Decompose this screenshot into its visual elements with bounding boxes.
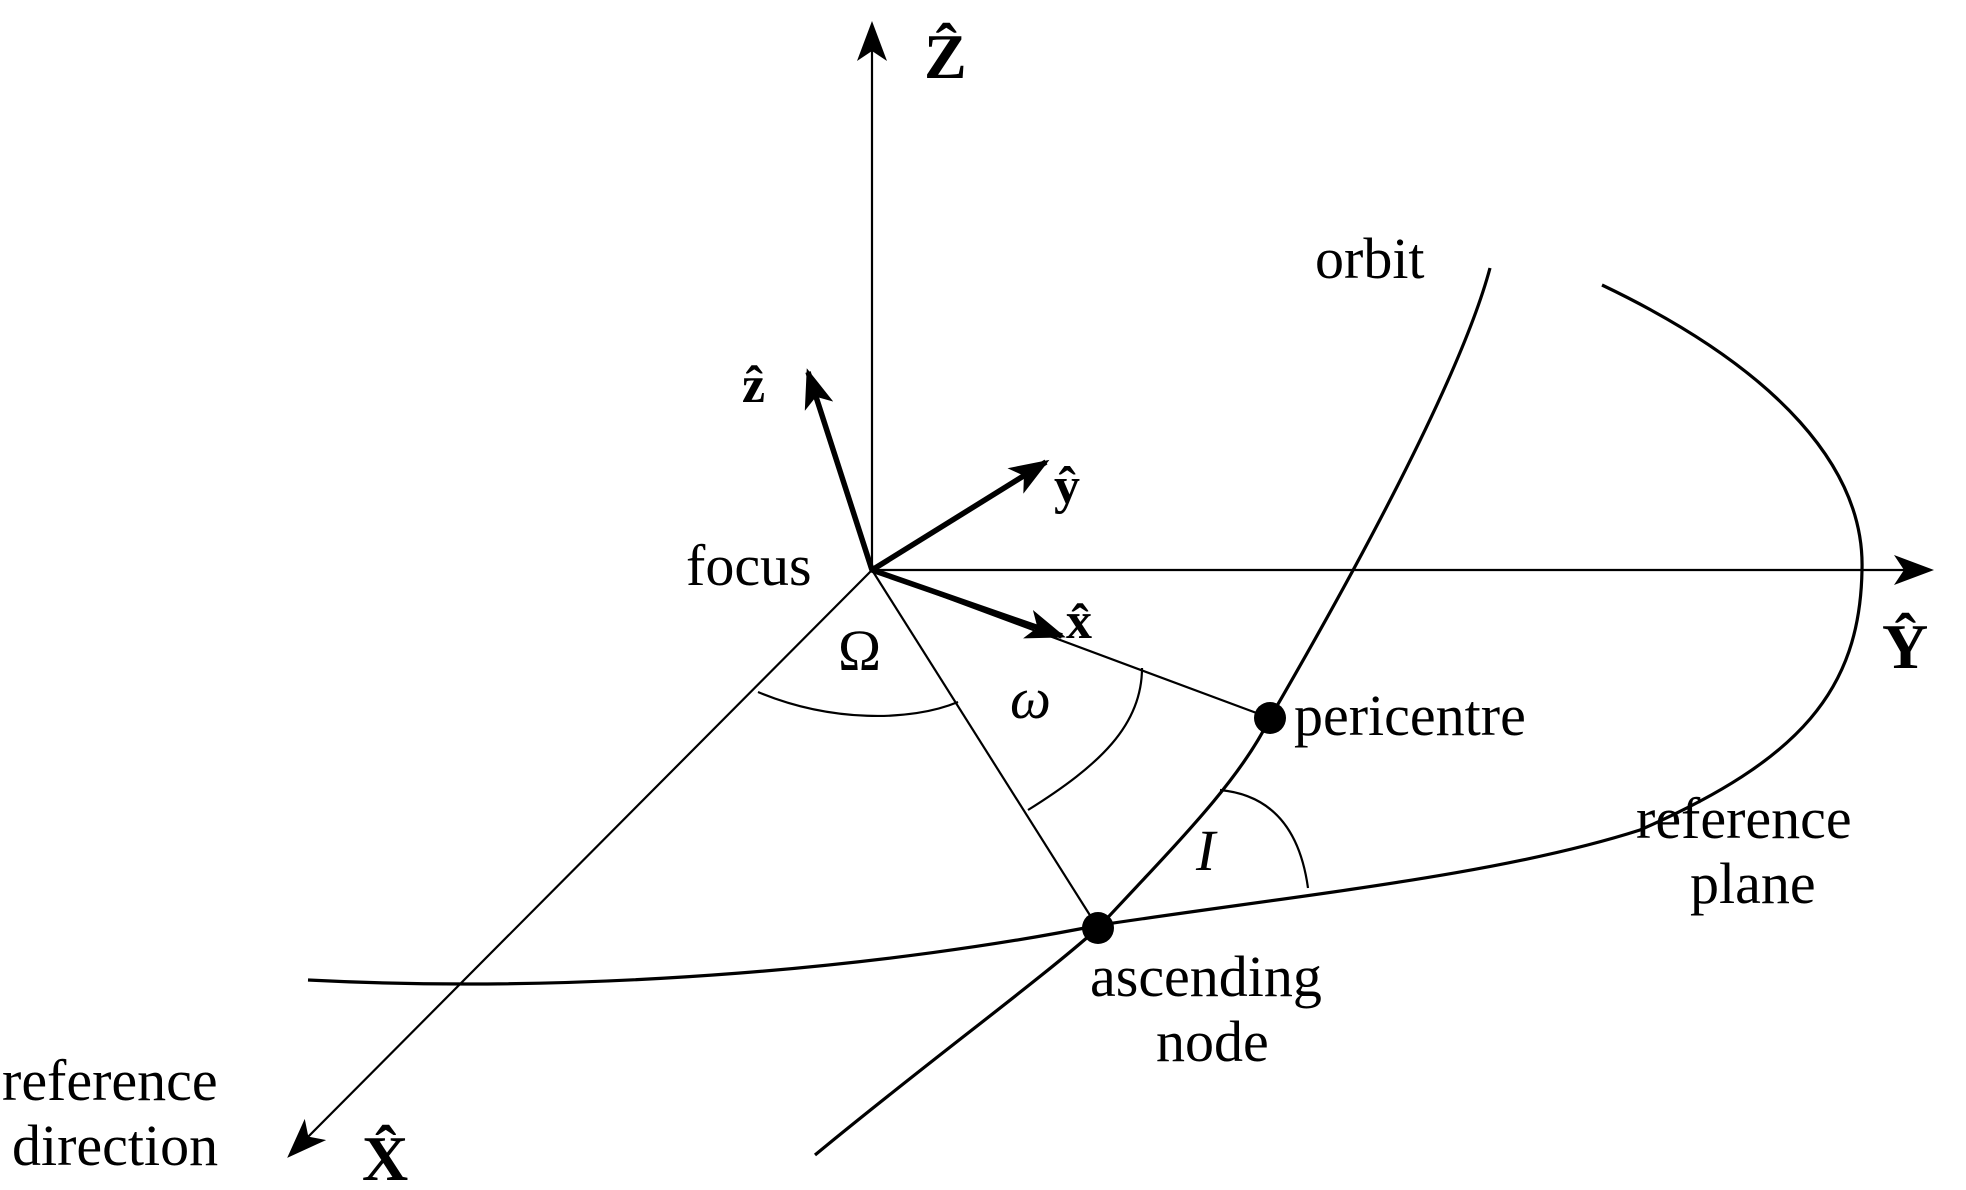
y-hat-label: ŷ [1054,458,1080,515]
ascending-node-point [1082,912,1114,944]
line-of-nodes [871,569,1099,929]
Omega-arc [757,690,959,718]
orbit-label: orbit [1315,226,1425,291]
inclination-arc [1219,788,1310,889]
z-hat-label: ẑ [742,357,765,414]
ascending-node-label-line1: ascending [1090,944,1322,1009]
ascending-node-label-line2: node [1156,1009,1269,1074]
x-axis-reference [287,569,873,1158]
inclination-label: I [1195,818,1218,883]
omega-label: ω [1010,666,1051,731]
reference-plane-label-line1: reference [1636,786,1852,851]
reference-plane-curve [307,283,1864,986]
z-hat-vector [804,368,875,571]
Z-axis-label: Ẑ [924,21,967,92]
reference-direction-label-line2: direction [12,1113,218,1178]
y-hat-vector [870,459,1050,573]
reference-direction-label-line1: reference [2,1048,218,1113]
focus-label: focus [686,533,812,598]
pericentre-label: pericentre [1294,683,1526,748]
orbit-curve [813,267,1492,1157]
x-hat-label: x̂ [1066,593,1092,650]
x-hat-vector [871,567,1066,639]
omega-arc [1027,667,1144,811]
Omega-label: Ω [838,618,881,683]
pericentre-point [1254,702,1286,734]
reference-plane-label-line2: plane [1690,851,1816,916]
X-axis-label: X̂ [362,1123,408,1190]
Y-axis-label: Ŷ [1882,611,1928,682]
